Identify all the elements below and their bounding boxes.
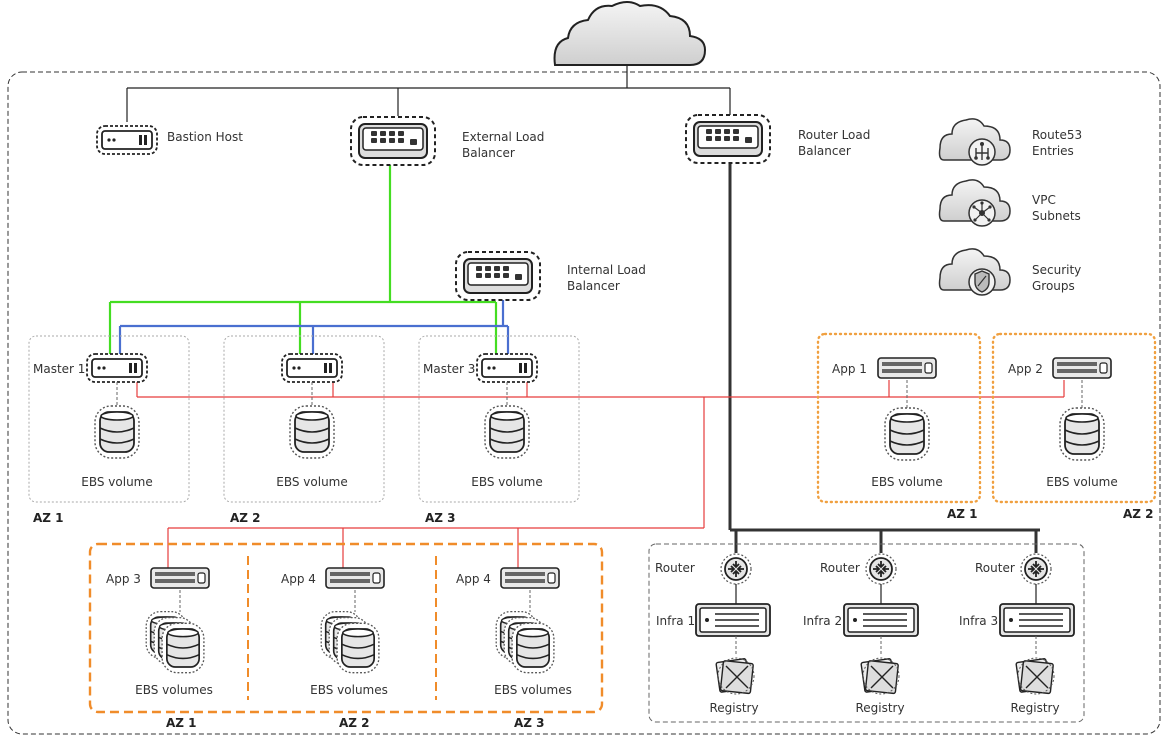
infra1-label: Infra 1 <box>656 614 695 628</box>
internal-lb-label-1: Internal Load <box>567 263 646 277</box>
master1-label: Master 1 <box>33 362 85 376</box>
vpc-label-2: Subnets <box>1032 209 1081 223</box>
ebs-volumes-label-app4b: EBS volumes <box>494 683 572 697</box>
app4-label-b: App 4 <box>456 572 491 586</box>
ebs-volume-label-master3: EBS volume <box>471 475 543 489</box>
internal-lb-label-2: Balancer <box>567 279 620 293</box>
external-load-balancer: External Load Balancer <box>350 116 544 166</box>
bastion-host-label: Bastion Host <box>167 130 243 144</box>
external-lb-links <box>108 165 498 356</box>
bastion-host: Bastion Host <box>96 125 243 155</box>
vpc-boundary <box>7 71 1161 735</box>
az2-label-bottom: AZ 2 <box>339 716 370 730</box>
ebs-volume-label-master2: EBS volume <box>276 475 348 489</box>
node-network-links <box>136 380 1065 568</box>
route53-label-1: Route53 <box>1032 128 1082 142</box>
router-lb-label-1: Router Load <box>798 128 870 142</box>
registry-label-2: Registry <box>855 701 904 715</box>
master3-label: Master 3 <box>423 362 475 376</box>
ebs-volumes-label-app4a: EBS volumes <box>310 683 388 697</box>
app-az-2: App 2 EBS volume AZ 2 <box>991 332 1157 521</box>
external-lb-label-1: External Load <box>462 130 544 144</box>
ebs-volume-label-app1: EBS volume <box>871 475 943 489</box>
az2-label-apps: AZ 2 <box>1123 507 1154 521</box>
route53-entries: Route53 Entries <box>938 118 1082 166</box>
internet-cloud-icon <box>553 1 707 66</box>
az1-label-apps: AZ 1 <box>947 507 978 521</box>
internal-load-balancer: Internal Load Balancer <box>455 251 646 301</box>
external-lb-label-2: Balancer <box>462 146 515 160</box>
app-az-1: App 1 EBS volume AZ 1 <box>816 332 982 521</box>
router-label-3: Router <box>975 561 1015 575</box>
vpc-label-1: VPC <box>1032 193 1056 207</box>
master-az-3: Master 3 EBS volume AZ 3 <box>418 335 580 525</box>
app1-label: App 1 <box>832 362 867 376</box>
master-az-2: EBS volume AZ 2 <box>223 335 385 525</box>
registry-label-3: Registry <box>1010 701 1059 715</box>
vpc-subnets: VPC Subnets <box>938 179 1081 227</box>
infra2-label: Infra 2 <box>803 614 842 628</box>
internal-lb-links <box>118 296 510 356</box>
vpc-subnets-icon <box>938 179 1011 227</box>
registry-label-1: Registry <box>709 701 758 715</box>
router-load-balancer: Router Load Balancer <box>685 114 870 164</box>
route53-icon <box>938 118 1011 166</box>
app-group-bottom: App 3 EBS volumes App 4 EBS volumes App … <box>88 542 604 730</box>
security-groups: Security Groups <box>938 248 1081 296</box>
router-lb-links <box>728 160 1040 553</box>
az3-label-masters: AZ 3 <box>425 511 456 525</box>
az1-label-bottom: AZ 1 <box>166 716 197 730</box>
infra3-label: Infra 3 <box>959 614 998 628</box>
app4-label-a: App 4 <box>281 572 316 586</box>
az2-label-masters: AZ 2 <box>230 511 261 525</box>
router-lb-label-2: Balancer <box>798 144 851 158</box>
security-label-2: Groups <box>1032 279 1075 293</box>
infra-group: Router Infra 1 Registry Router Infra 2 R… <box>648 543 1085 723</box>
ebs-volume-label-master1: EBS volume <box>81 475 153 489</box>
ebs-volumes-label-app3: EBS volumes <box>135 683 213 697</box>
router-label-2: Router <box>820 561 860 575</box>
top-connections <box>126 65 731 122</box>
master-az-1: Master 1 EBS volume AZ 1 <box>28 335 190 525</box>
app2-label: App 2 <box>1008 362 1043 376</box>
ebs-volume-label-app2: EBS volume <box>1046 475 1118 489</box>
app3-label: App 3 <box>106 572 141 586</box>
router-label-1: Router <box>655 561 695 575</box>
security-groups-icon <box>938 248 1011 296</box>
security-label-1: Security <box>1032 263 1081 277</box>
az1-label-masters: AZ 1 <box>33 511 64 525</box>
route53-label-2: Entries <box>1032 144 1074 158</box>
az3-label-bottom: AZ 3 <box>514 716 545 730</box>
